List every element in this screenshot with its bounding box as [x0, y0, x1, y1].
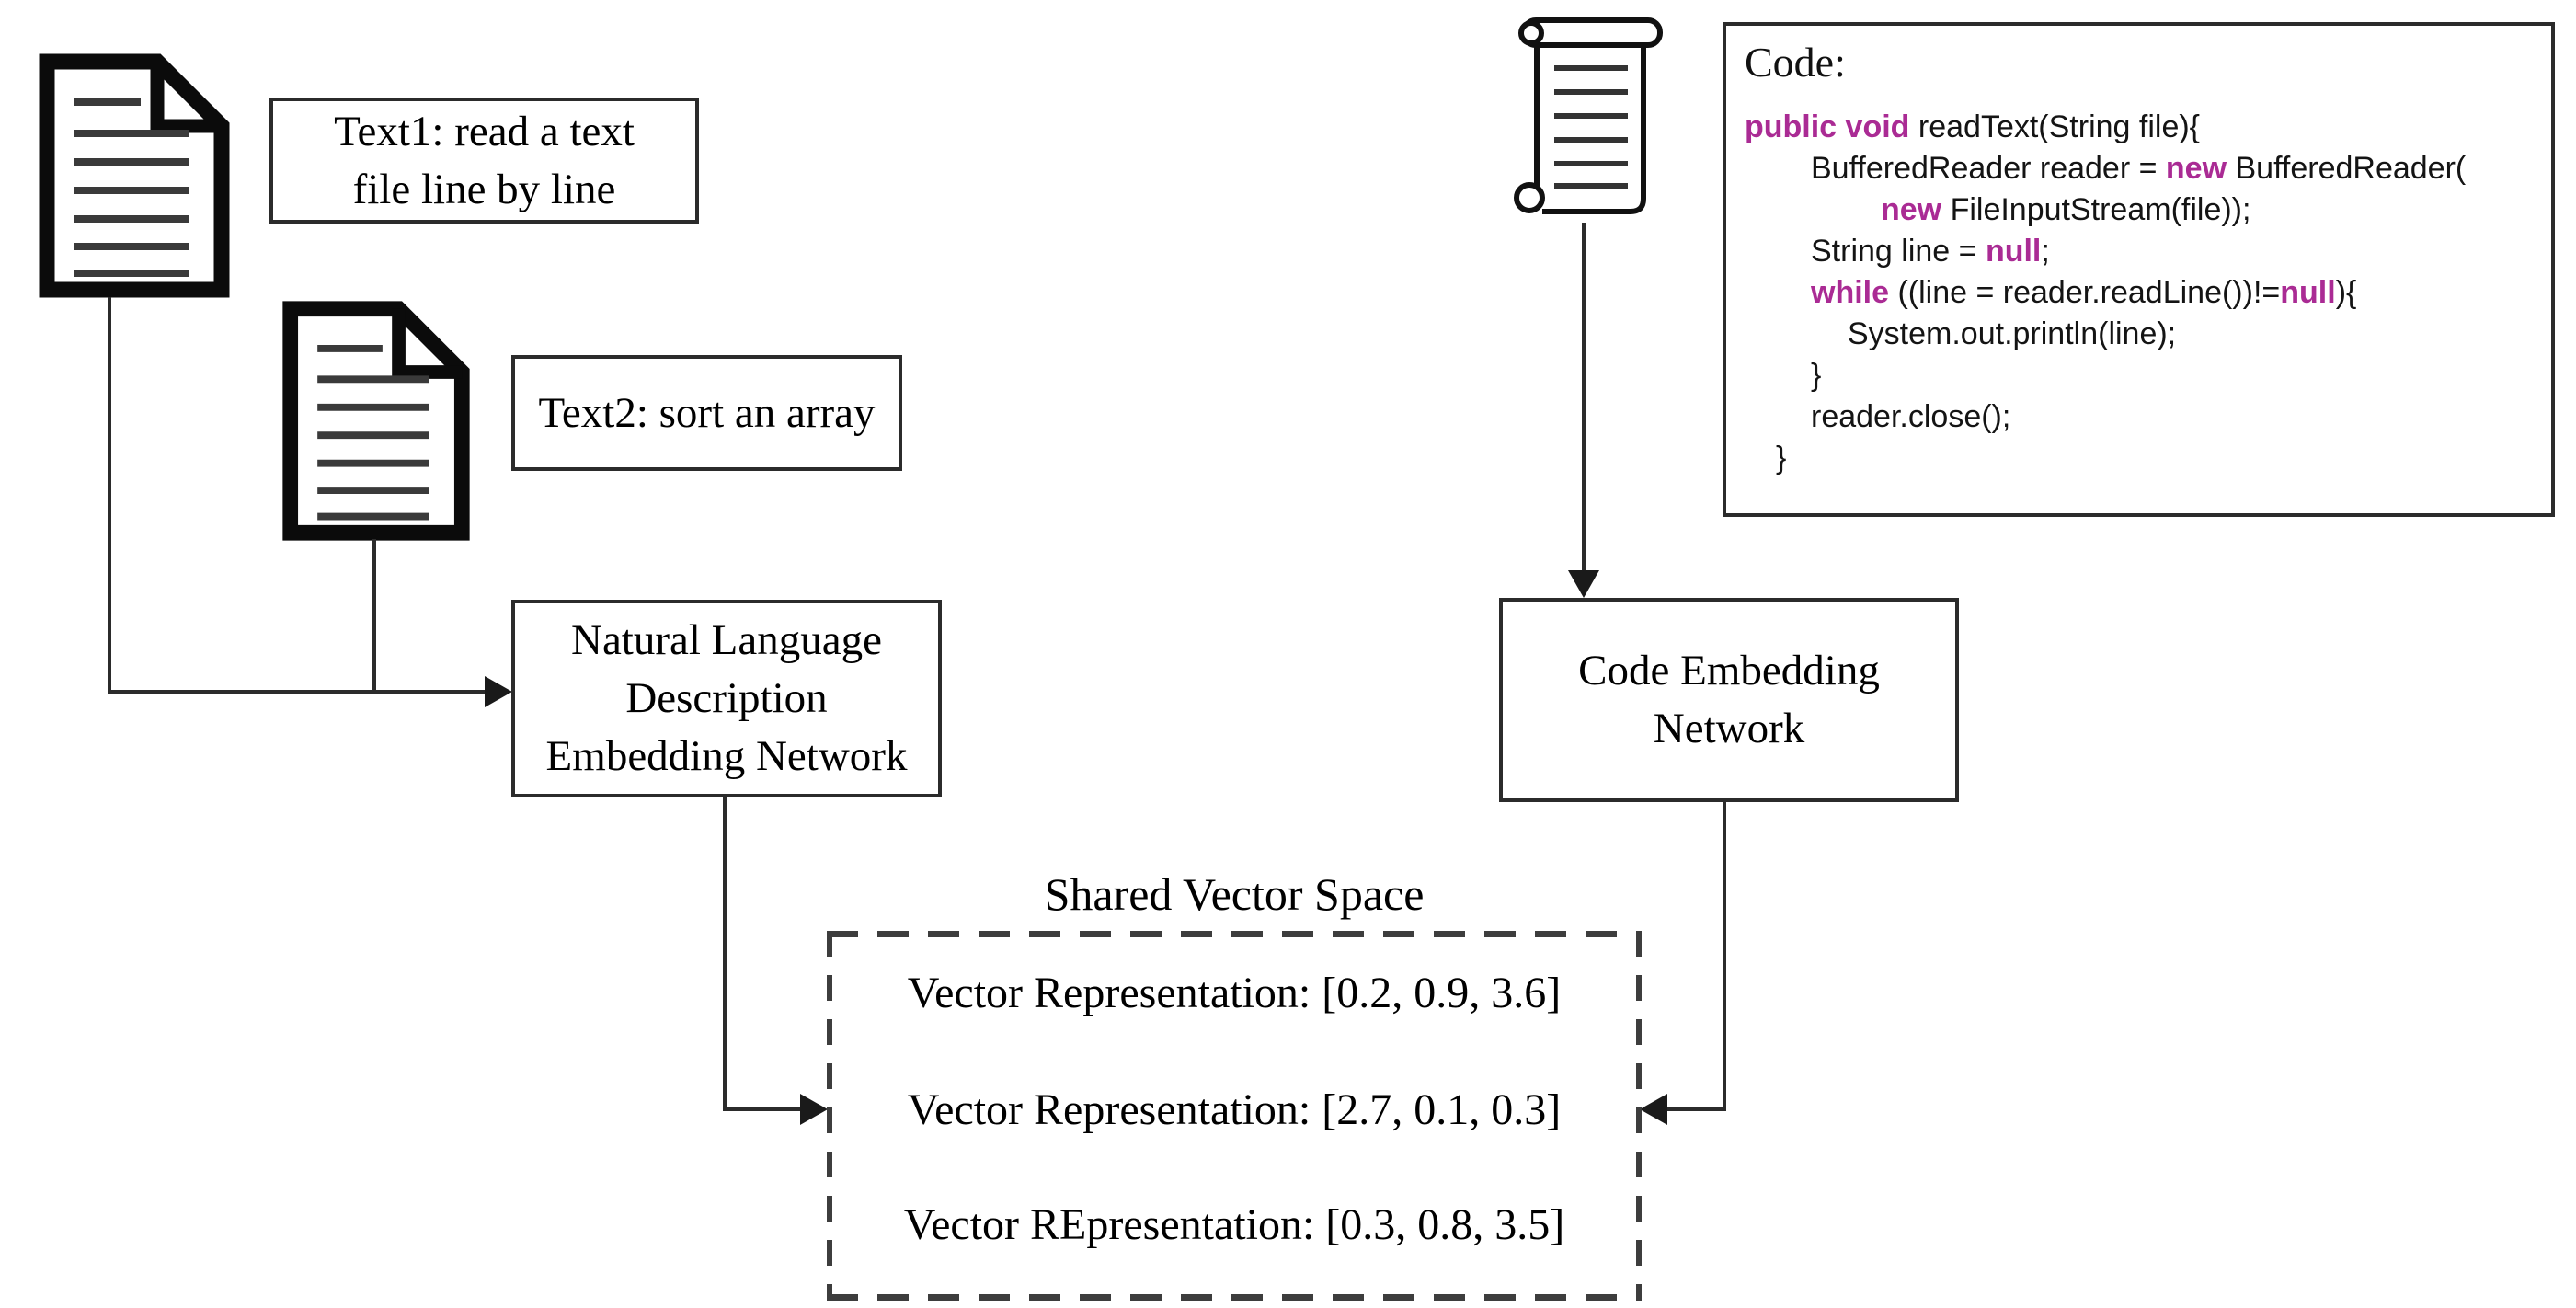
- dashed-border-left: [827, 931, 832, 1301]
- code-line: BufferedReader reader = new BufferedRead…: [1745, 148, 2551, 189]
- code-keyword: new: [2165, 151, 2227, 186]
- line: Vector Representation: [2.7, 0.1, 0.3]: [907, 1085, 1562, 1134]
- code-panel: Code: public void readText(String file){…: [1723, 22, 2555, 517]
- dashed-border-bottom: [827, 1294, 1642, 1301]
- code-text: }: [1811, 358, 1822, 393]
- code-line: public void readText(String file){: [1745, 107, 2551, 148]
- connector-nl-horizontal: [723, 1107, 804, 1111]
- code-text: FileInputStream(file));: [1941, 192, 2251, 227]
- code-text: }: [1776, 441, 1787, 476]
- code-line: reader.close();: [1745, 396, 2551, 438]
- code-text: BufferedReader(: [2227, 151, 2467, 186]
- line: Text1: read a text: [334, 107, 635, 155]
- dashed-border-top: [827, 931, 1642, 937]
- code-text: ){: [2335, 275, 2357, 310]
- code-text: BufferedReader reader =: [1811, 151, 2166, 186]
- line: Vector REpresentation: [0.3, 0.8, 3.5]: [903, 1200, 1565, 1249]
- connector-doc2-down: [372, 539, 376, 694]
- code-keyword: null: [2280, 275, 2336, 310]
- connector-nl-down: [723, 796, 727, 1111]
- connector-scroll-down: [1582, 223, 1586, 572]
- arrowhead-into-nl-network: [485, 676, 512, 707]
- document-icon: [39, 53, 230, 298]
- arrowhead-into-code-network: [1568, 570, 1599, 598]
- dashed-border-right: [1636, 931, 1642, 1301]
- document-icon: [282, 301, 470, 541]
- line: Embedding Network: [545, 732, 908, 780]
- line: file line by line: [352, 165, 616, 213]
- arrowhead-into-shared-space-left: [800, 1094, 828, 1125]
- code-keyword: while: [1811, 275, 1890, 310]
- text1-label: Text1: read a text file line by line: [334, 103, 635, 219]
- shared-vector-space-box: Vector Representation: [0.2, 0.9, 3.6] Ve…: [827, 931, 1642, 1301]
- code-line: String line = null;: [1745, 231, 2551, 272]
- code-keyword: null: [1985, 234, 2042, 269]
- connector-doc1-down: [108, 297, 111, 694]
- text2-label: Text2: sort an array: [538, 384, 875, 442]
- code-line: System.out.println(line);: [1745, 314, 2551, 355]
- line: Natural Language: [571, 616, 882, 664]
- line: Text2: sort an array: [538, 388, 876, 437]
- text2-box: Text2: sort an array: [511, 355, 902, 471]
- line: Vector Representation: [0.2, 0.9, 3.6]: [907, 969, 1562, 1017]
- code-text: ;: [2041, 234, 2050, 269]
- code-panel-title: Code:: [1745, 39, 1846, 86]
- line: Network: [1653, 705, 1805, 752]
- code-text: ((line = reader.readLine())!=: [1889, 275, 2281, 310]
- line: Code Embedding: [1578, 647, 1880, 694]
- code-text: readText(String file){: [1909, 109, 2201, 144]
- connector-docs-horizontal: [108, 690, 486, 694]
- text1-box: Text1: read a text file line by line: [269, 98, 699, 224]
- code-line: while ((line = reader.readLine())!=null)…: [1745, 272, 2551, 314]
- code-keyword: new: [1881, 192, 1942, 227]
- code-keyword: public void: [1745, 109, 1910, 144]
- code-text: reader.close();: [1811, 399, 2011, 434]
- code-lines: public void readText(String file){Buffer…: [1745, 107, 2551, 479]
- scroll-icon: [1514, 17, 1663, 214]
- code-text: System.out.println(line);: [1848, 316, 2177, 351]
- code-line: new FileInputStream(file));: [1745, 189, 2551, 231]
- code-line: }: [1745, 355, 2551, 396]
- arrowhead-into-shared-space-right: [1640, 1094, 1667, 1125]
- code-text: String line =: [1811, 234, 1986, 269]
- line: Description: [625, 674, 828, 722]
- code-line: }: [1745, 438, 2551, 479]
- shared-vector-space-title: Shared Vector Space: [1044, 868, 1425, 920]
- connector-code-down: [1723, 800, 1726, 1111]
- connector-code-horizontal: [1666, 1107, 1726, 1111]
